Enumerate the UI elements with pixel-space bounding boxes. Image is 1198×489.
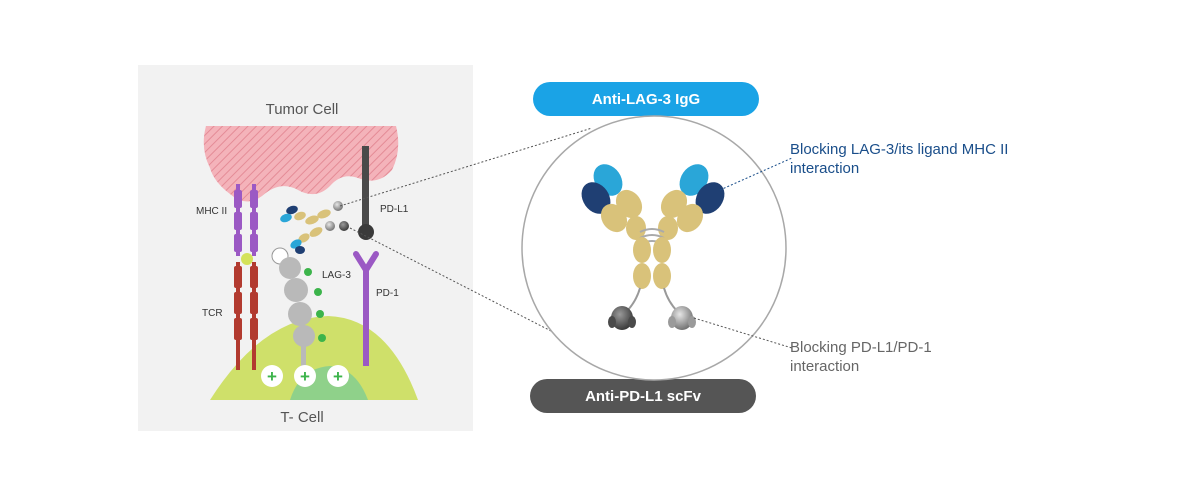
activation-signals: + + + (261, 365, 349, 387)
lag3-label: LAG-3 (322, 270, 351, 281)
plus-icon: + (267, 367, 277, 386)
connector-to-circle-bottom (349, 227, 593, 353)
annotation-lag3-line1: Blocking LAG-3/its ligand MHC II (790, 141, 1008, 158)
vh-cyan-right (679, 164, 709, 196)
annotation-pdl1-line1: Blocking PD-L1/PD-1 (790, 339, 932, 356)
scfv-right (668, 306, 696, 330)
pill-anti-pdl1: Anti-PD-L1 scFv (530, 379, 756, 413)
pdl1-head (358, 224, 374, 240)
vl-navy-right (695, 182, 725, 214)
tumor-cell (203, 126, 399, 202)
pdl1-stalk (362, 146, 369, 228)
pdl1-label: PD-L1 (380, 204, 409, 215)
tcell-label: T- Cell (280, 409, 323, 426)
lag3-receptor (271, 247, 315, 368)
leader-lag3 (719, 157, 793, 191)
annotation-lag3-line2: interaction (790, 160, 859, 177)
plus-icon: + (300, 367, 310, 386)
leader-pdl1 (693, 317, 793, 349)
left-panel: Tumor Cell PD-L1 PD-1 MHC II (138, 65, 473, 431)
peptide-antigen (241, 253, 253, 265)
mhc-ii-label: MHC II (196, 206, 227, 217)
pd1-stalk (363, 268, 369, 366)
scfv-left (608, 306, 636, 330)
annotation-pdl1-line2: interaction (790, 358, 859, 375)
tcr (234, 262, 258, 370)
bispecific-antibody (581, 164, 725, 330)
vl-navy-left (581, 182, 611, 214)
pd1-label: PD-1 (376, 288, 399, 299)
pill-anti-pdl1-label: Anti-PD-L1 scFv (585, 388, 702, 405)
mini-antibody (280, 201, 349, 254)
tumor-cell-label: Tumor Cell (266, 101, 339, 118)
tcr-label: TCR (202, 308, 223, 319)
plus-icon: + (333, 367, 343, 386)
mhc-ii (234, 184, 258, 256)
pill-anti-lag3-label: Anti-LAG-3 IgG (592, 91, 700, 108)
lag3-green-dots (304, 268, 326, 342)
pill-anti-lag3: Anti-LAG-3 IgG (533, 82, 759, 116)
